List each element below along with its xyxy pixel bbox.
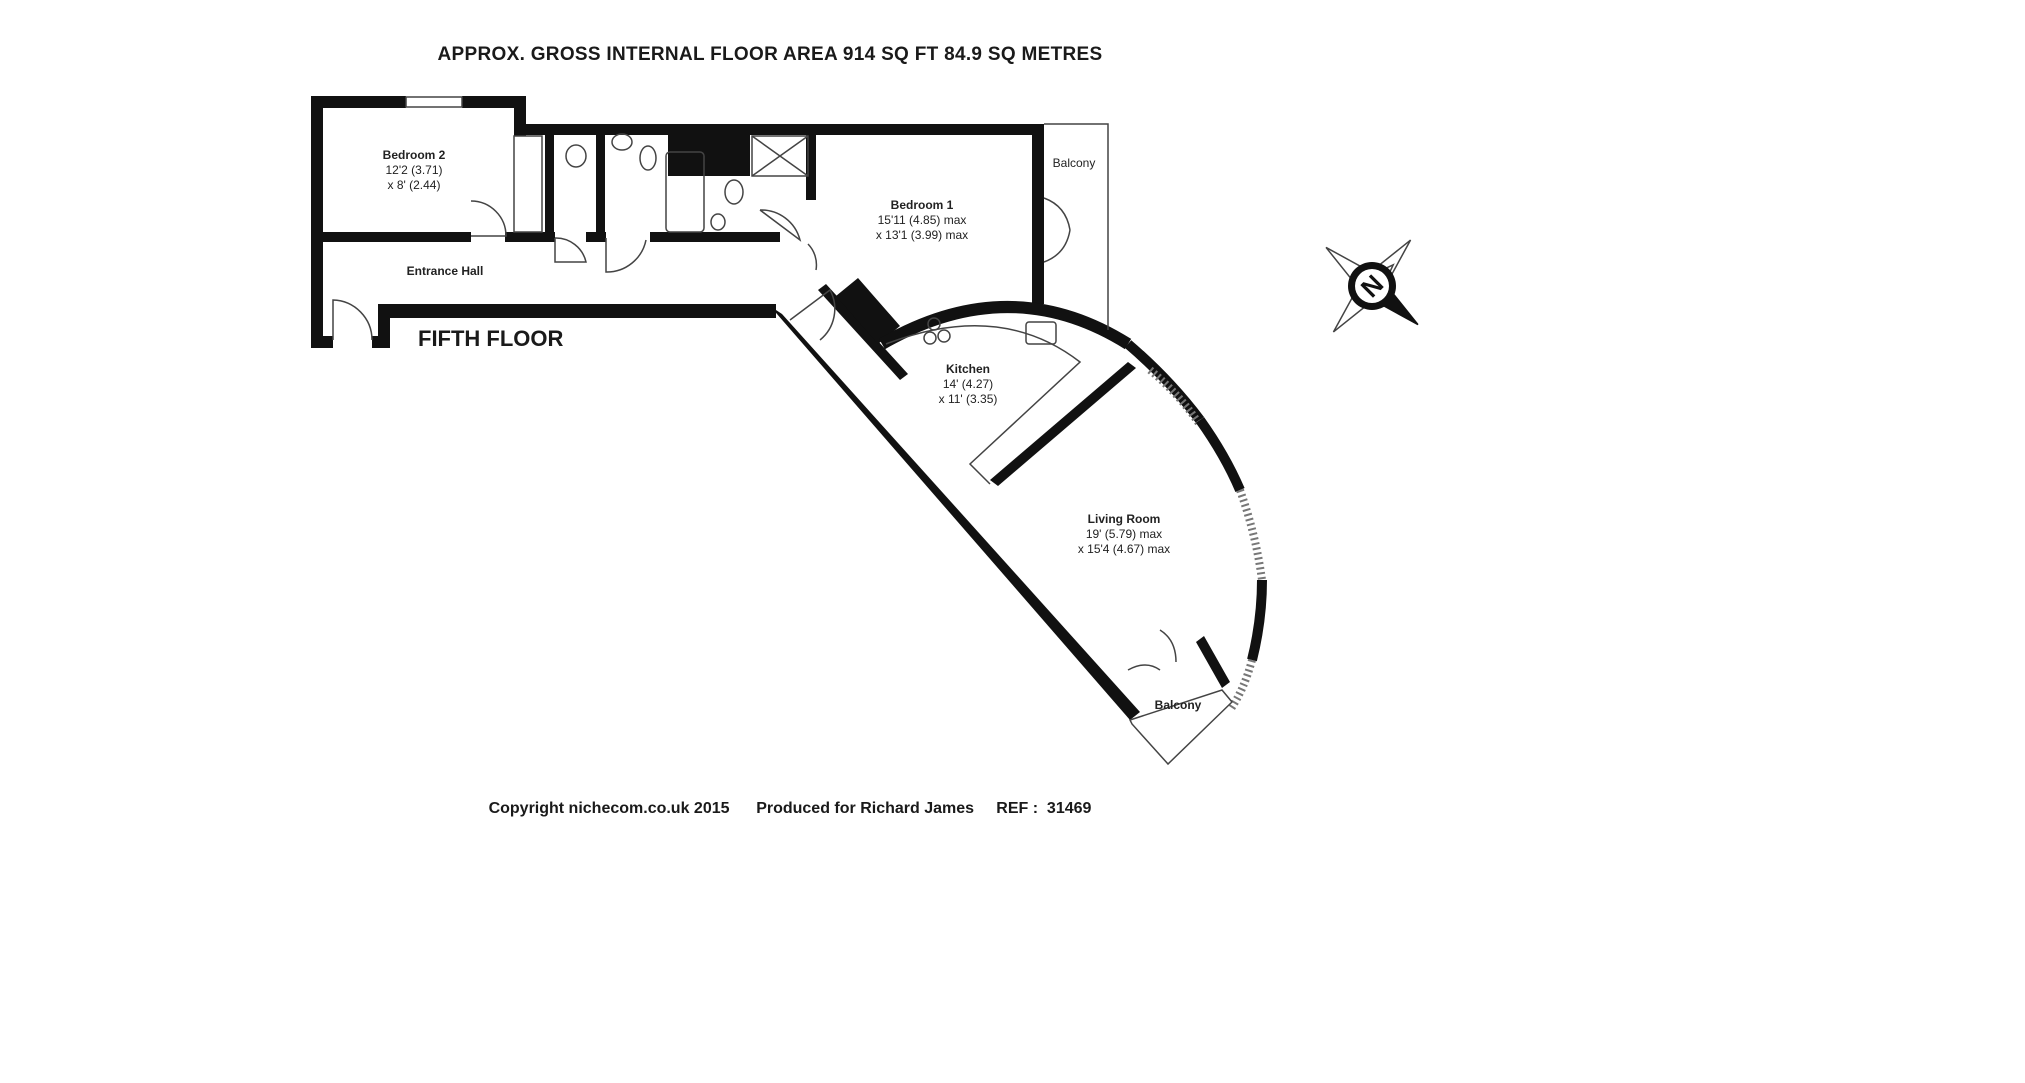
room-name: Bedroom 2 bbox=[382, 148, 446, 162]
wardrobe bbox=[513, 135, 543, 233]
wall bbox=[1196, 636, 1230, 688]
wall bbox=[311, 336, 333, 348]
room-name: Balcony bbox=[1154, 698, 1202, 712]
wall bbox=[650, 232, 780, 242]
room-entrance-hall: Entrance Hall bbox=[407, 264, 484, 279]
wall-arc bbox=[878, 301, 1132, 350]
door-swing bbox=[789, 288, 836, 341]
basin bbox=[565, 144, 587, 168]
bath bbox=[665, 151, 705, 233]
door-swing bbox=[332, 299, 373, 341]
wall bbox=[990, 362, 1136, 486]
basin bbox=[710, 213, 726, 231]
room-name: Kitchen bbox=[945, 362, 991, 376]
hob-icon bbox=[927, 317, 941, 331]
room-dimension: x 15'4 (4.67) max bbox=[1077, 542, 1171, 556]
wall bbox=[462, 96, 526, 108]
fixtures bbox=[332, 96, 1234, 766]
wall bbox=[505, 232, 555, 242]
hob-icon bbox=[923, 331, 937, 345]
room-bedroom-2: Bedroom 2 12'2 (3.71) x 8' (2.44) bbox=[383, 148, 446, 193]
door-swing bbox=[605, 238, 647, 273]
room-dimension: x 8' (2.44) bbox=[387, 178, 441, 192]
door-swing bbox=[807, 243, 818, 271]
kitchen-counter bbox=[885, 325, 1082, 485]
wall bbox=[311, 96, 406, 108]
wall bbox=[806, 132, 816, 200]
balcony-rail bbox=[1044, 123, 1109, 330]
room-dimension: 15'11 (4.85) max bbox=[877, 213, 967, 227]
wall-arc bbox=[1247, 579, 1267, 662]
door-swing bbox=[1043, 197, 1071, 263]
shower-line bbox=[751, 135, 809, 177]
room-dimension: 12'2 (3.71) bbox=[385, 163, 443, 177]
room-name: Balcony bbox=[1052, 156, 1096, 170]
wall bbox=[836, 278, 900, 344]
wall bbox=[311, 96, 323, 238]
room-dimension: 14' (4.27) bbox=[942, 377, 994, 391]
produced-for-text: Produced for Richard James bbox=[756, 800, 975, 817]
wall bbox=[770, 306, 1140, 720]
room-bedroom-1: Bedroom 1 15'11 (4.85) max x 13'1 (3.99)… bbox=[876, 198, 968, 243]
room-name: Living Room bbox=[1087, 512, 1161, 526]
copyright-text: Copyright nichecom.co.uk 2015 bbox=[488, 800, 730, 817]
wall bbox=[311, 238, 323, 346]
room-dimension: x 13'1 (3.99) max bbox=[875, 228, 969, 242]
curved-wall bbox=[878, 301, 1267, 713]
door-swing bbox=[470, 200, 507, 237]
floor-area-title: APPROX. GROSS INTERNAL FLOOR AREA 914 SQ… bbox=[437, 44, 1103, 65]
balcony-rail bbox=[1128, 689, 1234, 766]
door-swing bbox=[1127, 629, 1177, 671]
toilet bbox=[724, 179, 744, 205]
wall bbox=[1032, 124, 1044, 304]
wall bbox=[378, 304, 776, 318]
door-swing bbox=[554, 237, 587, 263]
room-living-room: Living Room 19' (5.79) max x 15'4 (4.67)… bbox=[1078, 512, 1170, 557]
wall bbox=[514, 124, 1044, 135]
basin bbox=[611, 133, 633, 151]
compass-rose-icon: N bbox=[1325, 239, 1419, 333]
wall bbox=[545, 132, 554, 238]
window bbox=[405, 96, 463, 108]
wall bbox=[668, 124, 750, 176]
wall-arc bbox=[1195, 417, 1245, 492]
shower bbox=[751, 135, 809, 177]
wall bbox=[596, 132, 605, 238]
floor-label: FIFTH FLOOR bbox=[418, 326, 564, 351]
room-balcony-top: Balcony bbox=[1053, 156, 1096, 171]
reference-text: REF : 31469 bbox=[996, 800, 1092, 817]
hob-icon bbox=[937, 329, 951, 343]
window-arc bbox=[1226, 658, 1256, 713]
wall-arc bbox=[1124, 340, 1204, 424]
toilet bbox=[639, 145, 657, 171]
wall bbox=[818, 284, 908, 380]
door-swing bbox=[759, 209, 802, 242]
room-balcony-bottom: Balcony bbox=[1155, 698, 1202, 713]
compass-center bbox=[1355, 269, 1389, 303]
wall bbox=[311, 232, 471, 242]
sink bbox=[1025, 321, 1057, 345]
footer-credits: Copyright nichecom.co.uk 2015 Produced f… bbox=[0, 800, 1580, 818]
wall bbox=[586, 232, 606, 242]
window-arc bbox=[1236, 488, 1266, 581]
room-name: Entrance Hall bbox=[406, 264, 484, 278]
room-dimension: x 11' (3.35) bbox=[938, 392, 998, 406]
room-name: Bedroom 1 bbox=[890, 198, 954, 212]
walls bbox=[311, 96, 1230, 720]
room-dimension: 19' (5.79) max bbox=[1085, 527, 1163, 541]
room-kitchen: Kitchen 14' (4.27) x 11' (3.35) bbox=[939, 362, 998, 407]
